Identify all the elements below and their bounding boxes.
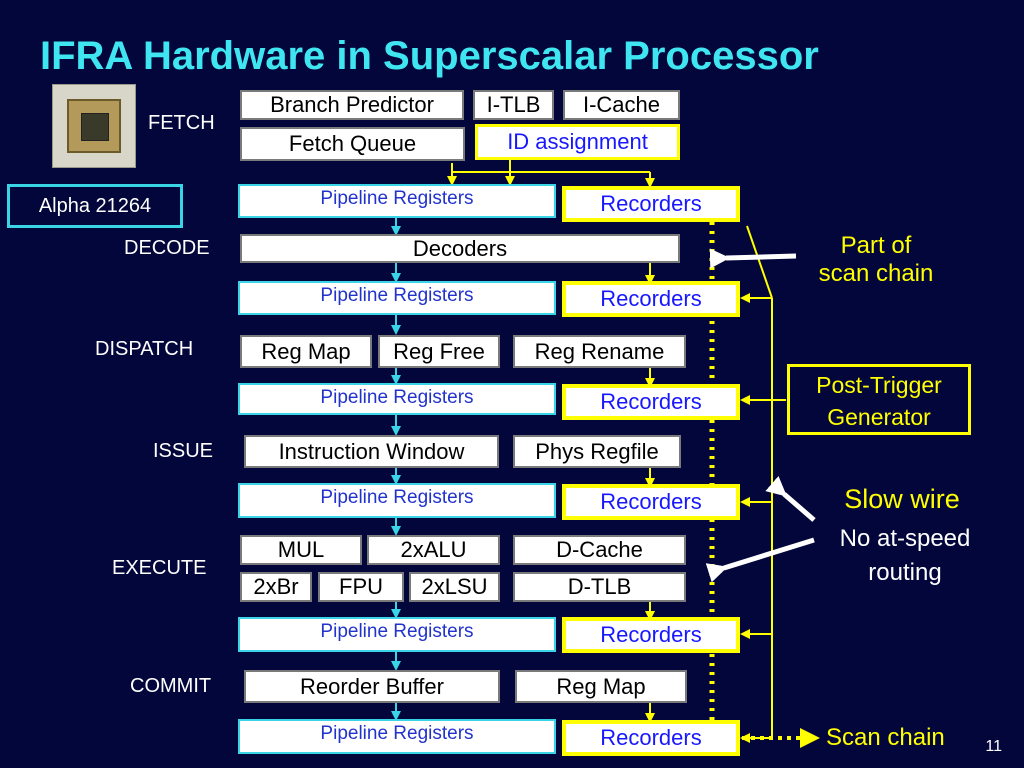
stage-commit: COMMIT — [130, 675, 212, 697]
phys-regfile-box: Phys Regfile — [513, 435, 681, 468]
recorders-4: Recorders — [562, 484, 740, 520]
reg-free-box: Reg Free — [378, 335, 500, 368]
fpu-box: FPU — [318, 572, 404, 602]
scan-chain-label: Scan chain — [826, 724, 945, 751]
annotation-pointers — [705, 248, 816, 583]
alpha-21264-label: Alpha 21264 — [7, 184, 183, 228]
dtlb-box: D-TLB — [513, 572, 686, 602]
page-number: 11 — [985, 738, 1002, 755]
page-title: IFRA Hardware in Superscalar Processor — [40, 34, 819, 78]
recorders-6: Recorders — [562, 720, 740, 756]
slow-wire-trunk — [746, 225, 773, 738]
post-trigger-line-2: Generator — [827, 404, 931, 430]
part-of-scan-chain-label: Part of scan chain — [806, 232, 946, 288]
branch-units-box: 2xBr — [240, 572, 312, 602]
fetch-queue-box: Fetch Queue — [240, 127, 465, 161]
recorders-3: Recorders — [562, 384, 740, 420]
pipeline-registers-1: Pipeline Registers — [238, 184, 556, 218]
alu-box: 2xALU — [367, 535, 500, 565]
icache-box: I-Cache — [563, 90, 680, 120]
stage-fetch: FETCH — [148, 112, 215, 134]
id-assignment-taps — [447, 160, 655, 188]
slow-wire-label: Slow wire — [844, 484, 960, 514]
pipeline-registers-2: Pipeline Registers — [238, 281, 556, 315]
no-at-speed-routing-label: No at-speed routing — [820, 522, 990, 590]
reorder-buffer-box: Reorder Buffer — [244, 670, 500, 703]
no-at-speed-line-2: routing — [868, 559, 942, 586]
no-at-speed-line-1: No at-speed — [839, 525, 971, 552]
branch-predictor-box: Branch Predictor — [240, 90, 464, 120]
stage-execute: EXECUTE — [112, 557, 207, 579]
lsu-box: 2xLSU — [409, 572, 500, 602]
alpha-chip-image — [52, 84, 136, 168]
part-of-scan-chain-line-2: scan chain — [818, 260, 934, 287]
part-of-scan-chain-line-1: Part of — [840, 232, 912, 259]
itlb-box: I-TLB — [473, 90, 554, 120]
commit-reg-map-box: Reg Map — [515, 670, 687, 703]
post-trigger-line-1: Post-Trigger — [816, 372, 942, 398]
post-trigger-generator-box: Post-Trigger Generator — [787, 364, 971, 435]
decoders-box: Decoders — [240, 234, 680, 263]
pipeline-registers-4: Pipeline Registers — [238, 483, 556, 518]
id-assignment-box: ID assignment — [475, 124, 680, 160]
mul-box: MUL — [240, 535, 362, 565]
slow-wire-branches — [740, 293, 786, 743]
recorders-5: Recorders — [562, 617, 740, 653]
pipeline-registers-6: Pipeline Registers — [238, 719, 556, 754]
dispatch-reg-map-box: Reg Map — [240, 335, 372, 368]
dcache-box: D-Cache — [513, 535, 686, 565]
stage-decode: DECODE — [124, 237, 210, 259]
recorders-2: Recorders — [562, 281, 740, 317]
recorders-1: Recorders — [562, 186, 740, 222]
stage-dispatch: DISPATCH — [95, 338, 194, 360]
pipeline-registers-5: Pipeline Registers — [238, 617, 556, 652]
instruction-window-box: Instruction Window — [244, 435, 499, 468]
pipeline-registers-3: Pipeline Registers — [238, 383, 556, 415]
stage-issue: ISSUE — [153, 440, 214, 462]
reg-rename-box: Reg Rename — [513, 335, 686, 368]
chip-package — [67, 99, 121, 153]
chip-die — [81, 113, 109, 141]
